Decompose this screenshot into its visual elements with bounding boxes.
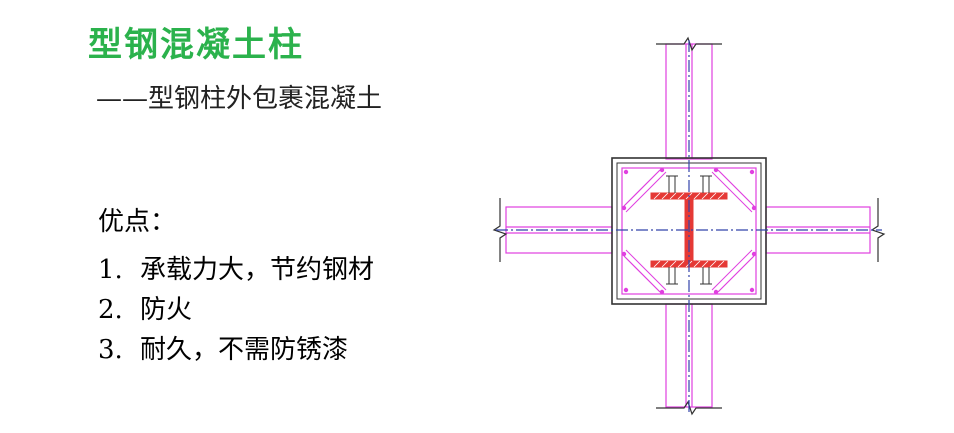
advantage-number: 3. — [98, 335, 123, 365]
advantages-list: 1. 承载力大，节约钢材 2. 防火 3. 耐久，不需防锈漆 — [98, 250, 374, 370]
advantage-text: 耐久，不需防锈漆 — [140, 335, 349, 365]
advantages-heading: 优点： — [98, 207, 177, 237]
rebar-dot — [623, 169, 629, 175]
break-mark-right — [870, 198, 886, 262]
rebar-dot — [621, 205, 627, 211]
rebar-dot — [659, 167, 665, 173]
rebar-dot — [751, 205, 757, 211]
advantage-item: 3. 耐久，不需防锈漆 — [98, 330, 374, 370]
shear-stud — [666, 175, 712, 285]
rebar-dot — [749, 287, 755, 293]
advantage-item: 2. 防火 — [98, 290, 374, 330]
tie-stirrup-diamond — [623, 169, 755, 293]
rebar-dot — [623, 287, 629, 293]
src-column-section-diagram — [492, 36, 886, 416]
advantage-number: 2. — [98, 295, 123, 325]
advantage-number: 1. — [98, 255, 123, 285]
column-section — [611, 157, 767, 305]
slide-subtitle: ——型钢柱外包裹混凝土 — [96, 84, 383, 114]
rebar-dot — [713, 167, 719, 173]
rebar-group — [621, 167, 757, 295]
advantage-text: 承载力大，节约钢材 — [140, 255, 375, 285]
break-mark-bottom — [656, 400, 722, 416]
break-mark-left — [492, 198, 508, 262]
tie-stirrup-diamond-inner — [625, 171, 753, 291]
advantage-text: 防火 — [140, 295, 193, 325]
break-mark-top — [656, 36, 722, 52]
rebar-dot — [749, 169, 755, 175]
rebar-dot — [659, 289, 665, 295]
break-marks — [492, 36, 886, 416]
rebar-dot — [621, 251, 627, 257]
advantage-item: 1. 承载力大，节约钢材 — [98, 250, 374, 290]
rebar-dot — [713, 289, 719, 295]
slide-title: 型钢混凝土柱 — [88, 25, 304, 65]
rebar-dot — [751, 251, 757, 257]
axis-lines — [496, 40, 882, 412]
